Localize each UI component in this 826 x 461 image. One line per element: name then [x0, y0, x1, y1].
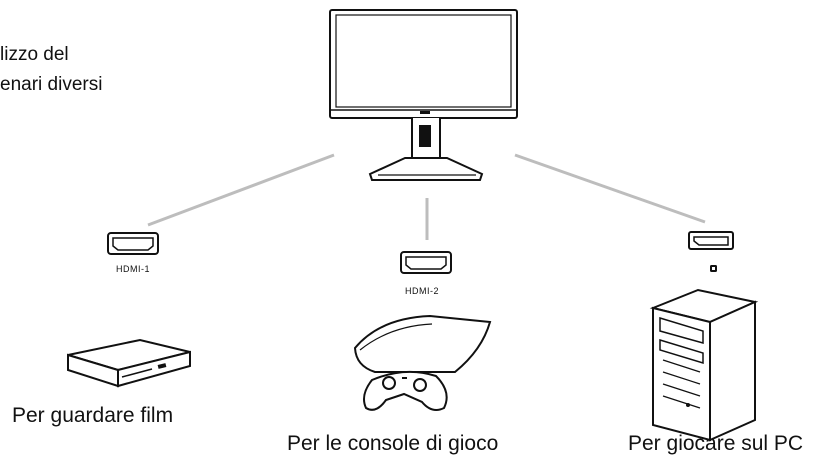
- connector-line-dp: [514, 153, 706, 224]
- caption-game-console: Per le console di gioco: [287, 432, 499, 455]
- media-player-icon: [67, 338, 191, 388]
- intro-line-2: enari diversi: [0, 74, 103, 95]
- connector-lines: [147, 153, 706, 240]
- port-label-hdmi2: HDMI-2: [405, 286, 439, 296]
- connector-line-hdmi1: [147, 153, 335, 227]
- displayport-icon: [688, 231, 734, 250]
- port-label-hdmi1: HDMI-1: [116, 264, 150, 274]
- pc-tower-icon: [649, 288, 759, 442]
- intro-text: lizzo del enari diversi: [0, 40, 102, 100]
- displayport-logo-icon: [710, 265, 717, 272]
- intro-line-1: lizzo del: [0, 44, 69, 65]
- caption-media-player: Per guardare film: [12, 404, 174, 427]
- monitor-icon: [329, 9, 518, 181]
- hdmi-port-icon: [107, 232, 159, 255]
- caption-pc: Per giocare sul PC: [628, 432, 804, 455]
- hdmi-port-icon: [400, 251, 452, 274]
- game-console-icon: [353, 314, 492, 411]
